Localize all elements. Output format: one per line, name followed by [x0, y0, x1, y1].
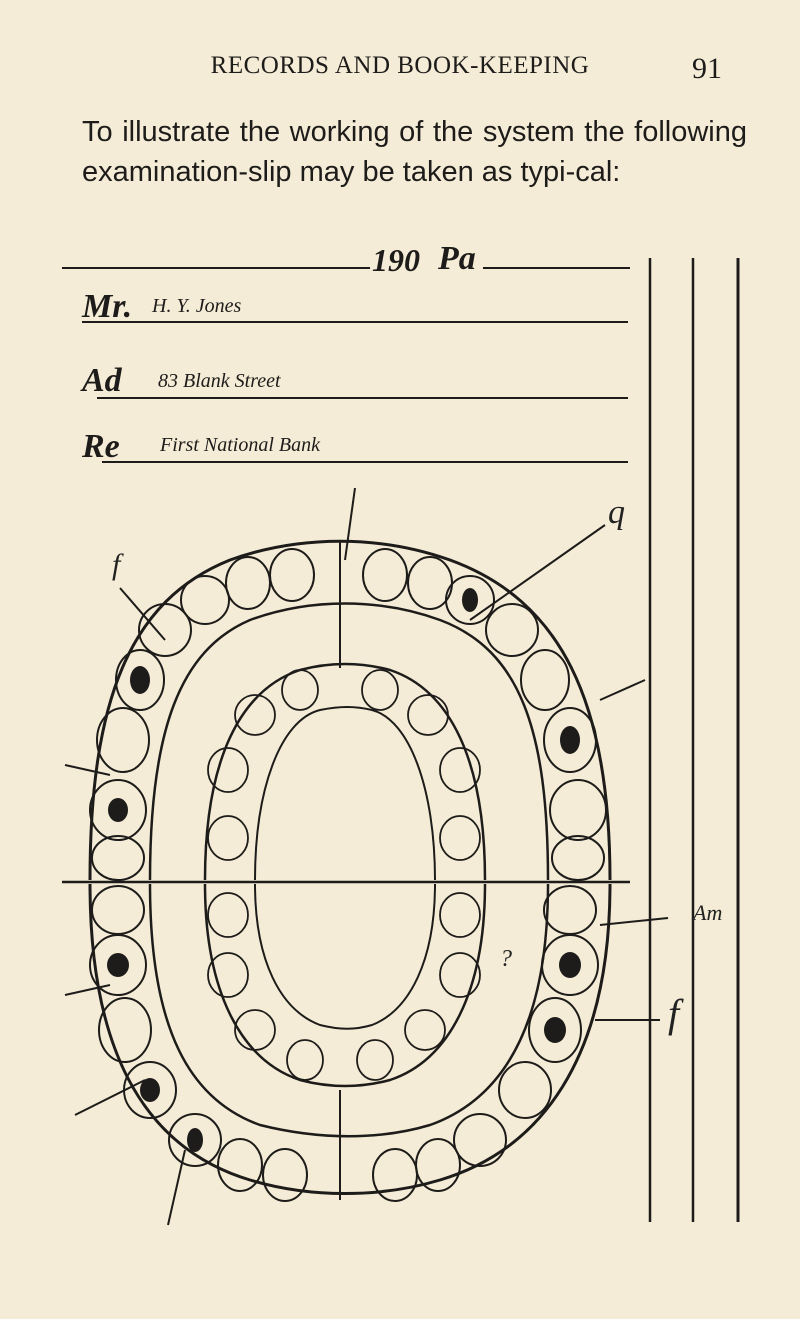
ref-prefix: Re	[82, 428, 120, 465]
intro-paragraph: To illustrate the working of the system …	[82, 116, 747, 188]
patient-address: 83 Blank Street	[158, 370, 281, 392]
note-right-mark: f	[668, 991, 680, 1036]
note-upper-right: q	[608, 494, 625, 531]
patient-name: H. Y. Jones	[152, 295, 242, 317]
patient-reference: First National Bank	[160, 434, 320, 456]
slip-pa-label: Pa	[438, 240, 476, 277]
page-number: 91	[692, 52, 722, 85]
note-upper-left: f	[112, 548, 121, 581]
note-lower-q: ?	[500, 946, 512, 972]
mr-prefix: Mr.	[82, 288, 133, 325]
note-right-am: Am	[693, 900, 723, 925]
address-prefix: Ad	[82, 362, 122, 399]
slip-year: 190	[372, 242, 420, 278]
running-head: RECORDS AND BOOK-KEEPING	[210, 52, 590, 79]
